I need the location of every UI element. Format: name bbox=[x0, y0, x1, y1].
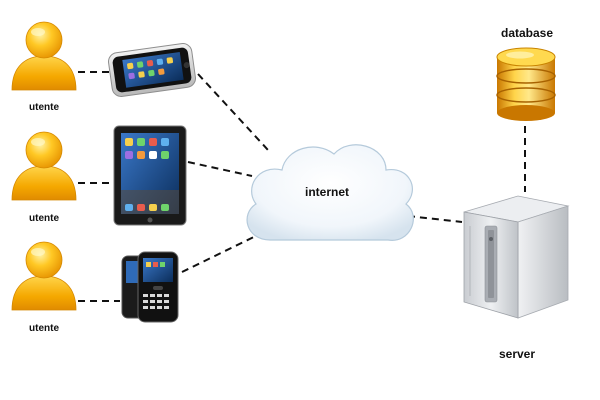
connector-smartphone-internet bbox=[197, 73, 269, 151]
cloud-label: internet bbox=[305, 185, 349, 199]
connectors bbox=[78, 71, 526, 302]
connector-blackberry-internet bbox=[181, 231, 265, 273]
tablet-icon bbox=[113, 125, 187, 226]
server-icon bbox=[463, 195, 570, 319]
user-icon bbox=[11, 131, 77, 201]
user-label-2: utente bbox=[29, 213, 59, 224]
user-label-3: utente bbox=[29, 323, 59, 334]
cloud-icon bbox=[246, 144, 414, 241]
database-icon bbox=[496, 47, 556, 121]
connector-internet-server bbox=[407, 215, 463, 223]
database-label: database bbox=[501, 26, 553, 40]
smartphone-icon bbox=[108, 43, 196, 97]
connector-tablet-internet bbox=[187, 161, 253, 177]
user-icon bbox=[11, 241, 77, 311]
blackberry-phones-icon bbox=[121, 251, 179, 323]
user-icon bbox=[11, 21, 77, 91]
server-label: server bbox=[499, 347, 535, 361]
user-label-1: utente bbox=[29, 102, 59, 113]
